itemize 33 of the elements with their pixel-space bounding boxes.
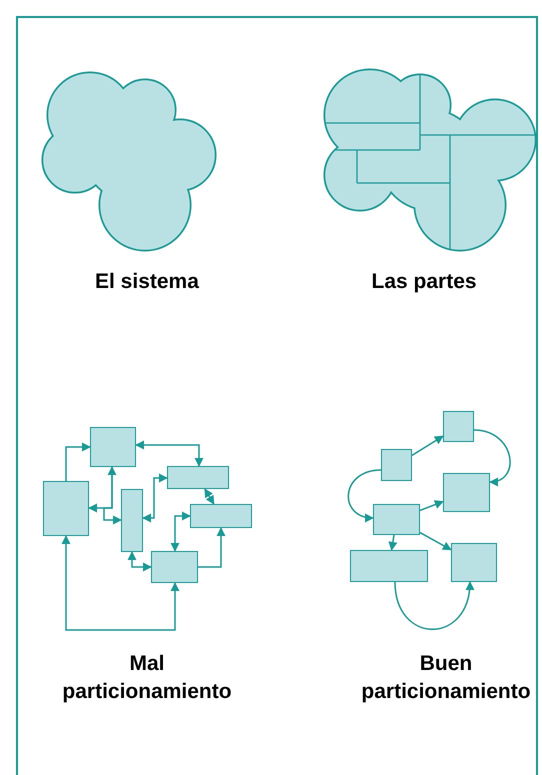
- cloud-caption: El sistema: [95, 270, 199, 294]
- arrow: [412, 435, 444, 456]
- module-box: [121, 489, 143, 552]
- arrow: [420, 500, 444, 512]
- module-box: [190, 504, 252, 528]
- module-box: [151, 551, 198, 583]
- module-box: [443, 473, 490, 512]
- module-box: [167, 466, 229, 489]
- diagram-caption: Mal particionamiento: [61, 651, 233, 705]
- module-box: [373, 504, 420, 535]
- arrow: [394, 581, 474, 630]
- module-box: [43, 481, 89, 536]
- cloud-caption: Las partes: [372, 270, 477, 294]
- arrow: [88, 466, 116, 512]
- arrow: [142, 474, 168, 522]
- arrow: [135, 440, 204, 467]
- arrow: [474, 429, 511, 486]
- arrow: [128, 551, 152, 572]
- arrow: [65, 442, 91, 481]
- module-box: [350, 550, 428, 582]
- module-box: [443, 411, 474, 442]
- arrow: [62, 535, 180, 631]
- arrow: [388, 534, 398, 551]
- module-box: [90, 427, 136, 467]
- arrow: [420, 532, 452, 550]
- arrow: [170, 512, 191, 552]
- arrow: [204, 488, 214, 505]
- diagram-caption: Buen particionamiento: [360, 651, 532, 705]
- module-box: [451, 543, 497, 582]
- arrow: [103, 467, 122, 524]
- arrow: [198, 527, 226, 568]
- arrow: [348, 469, 382, 522]
- module-box: [381, 449, 412, 481]
